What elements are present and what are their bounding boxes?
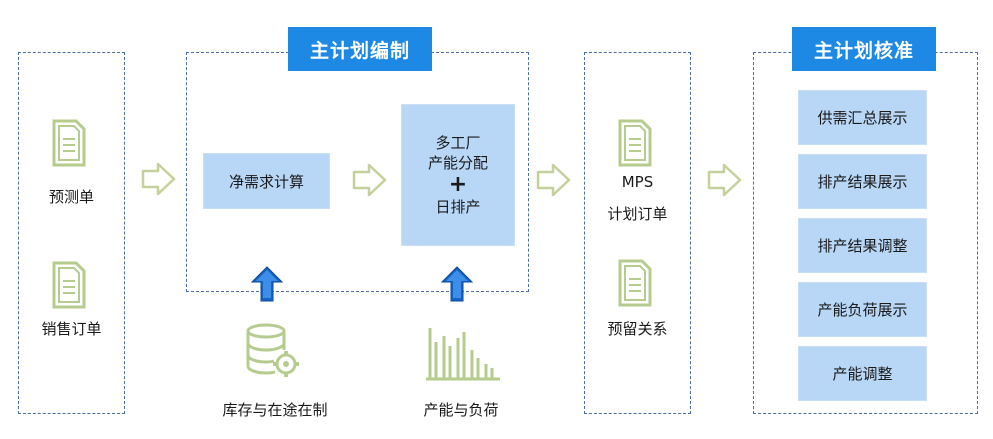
multi-plant-label: 多工厂 <box>435 134 481 152</box>
sales-order-label: 销售订单 <box>41 320 102 338</box>
daily-scheduling-label: 日排产 <box>435 198 481 216</box>
mps-label: MPS <box>621 173 654 191</box>
capacity-allocation-label: 产能分配 <box>427 154 488 172</box>
approval-item-capacity-load: 产能负荷展示 <box>798 282 927 337</box>
up-arrow-icon <box>250 266 284 302</box>
document-icon <box>52 261 86 309</box>
capacity-bars-icon <box>426 328 500 381</box>
approval-item-capacity-adjust: 产能调整 <box>798 346 927 401</box>
document-icon <box>618 119 652 167</box>
document-icon <box>618 259 652 307</box>
plus-sign: + <box>448 172 468 197</box>
master-plan-approval-title: 主计划核准 <box>792 27 936 71</box>
approval-item-schedule-adjust: 排产结果调整 <box>798 218 927 273</box>
flow-arrow-right-icon <box>536 163 571 197</box>
database-gear-icon <box>246 323 299 377</box>
inventory-wip-label: 库存与在途在制 <box>222 401 328 419</box>
mps-output-box <box>584 52 691 414</box>
input-orders-box <box>18 52 125 414</box>
net-requirement-calc-box: 净需求计算 <box>203 153 330 209</box>
approval-item-schedule-result: 排产结果展示 <box>798 154 927 209</box>
flow-arrow-right-icon <box>141 162 176 196</box>
reservation-label: 预留关系 <box>607 320 668 338</box>
capacity-load-label: 产能与负荷 <box>423 401 499 419</box>
master-plan-preparation-title: 主计划编制 <box>288 27 432 71</box>
multi-plant-scheduling-box: 多工厂 产能分配 + 日排产 <box>401 104 515 246</box>
approval-item-supply-demand: 供需汇总展示 <box>798 90 927 145</box>
flow-arrow-right-icon <box>352 163 387 197</box>
flow-arrow-right-icon <box>707 163 742 197</box>
document-icon <box>52 119 86 167</box>
forecast-order-label: 预测单 <box>48 188 94 206</box>
planned-order-label: 计划订单 <box>607 205 668 223</box>
up-arrow-icon <box>440 266 474 302</box>
